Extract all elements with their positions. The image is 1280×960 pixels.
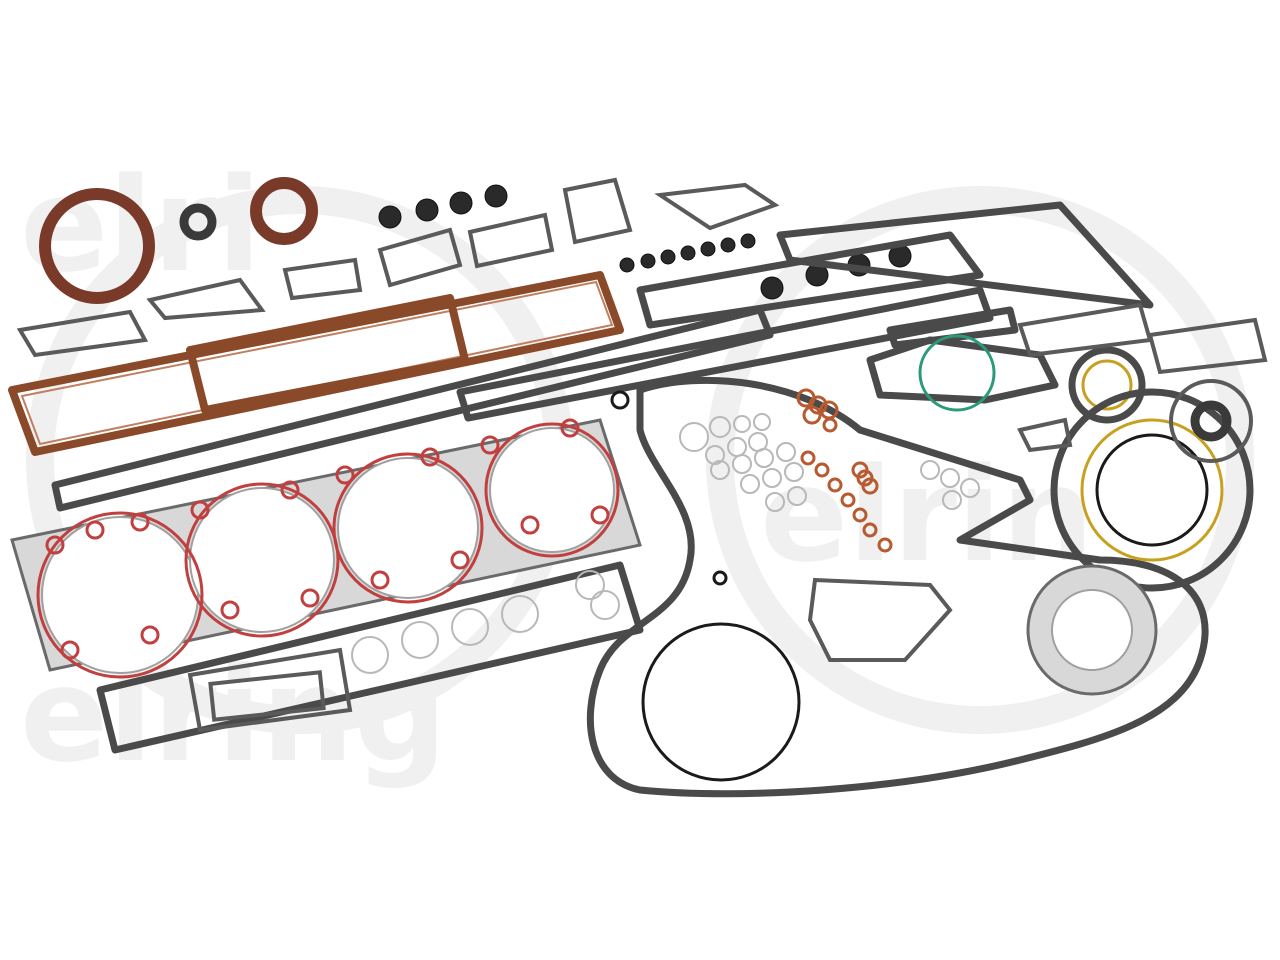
small-flange-gaskets bbox=[16, 177, 780, 358]
svg-text:elrin: elrin bbox=[760, 439, 1094, 591]
valve-cover-cork-gaskets bbox=[8, 271, 624, 456]
cylinder-head-gasket bbox=[10, 418, 642, 679]
o-rings-set bbox=[610, 390, 980, 586]
oil-pan-gasket bbox=[96, 561, 644, 754]
crankshaft-seals bbox=[39, 177, 318, 304]
round-flange-gaskets bbox=[866, 302, 1268, 696]
copper-washers bbox=[796, 388, 893, 553]
long-rail-gaskets bbox=[51, 201, 1154, 512]
timing-cover-gasket bbox=[586, 376, 1209, 798]
